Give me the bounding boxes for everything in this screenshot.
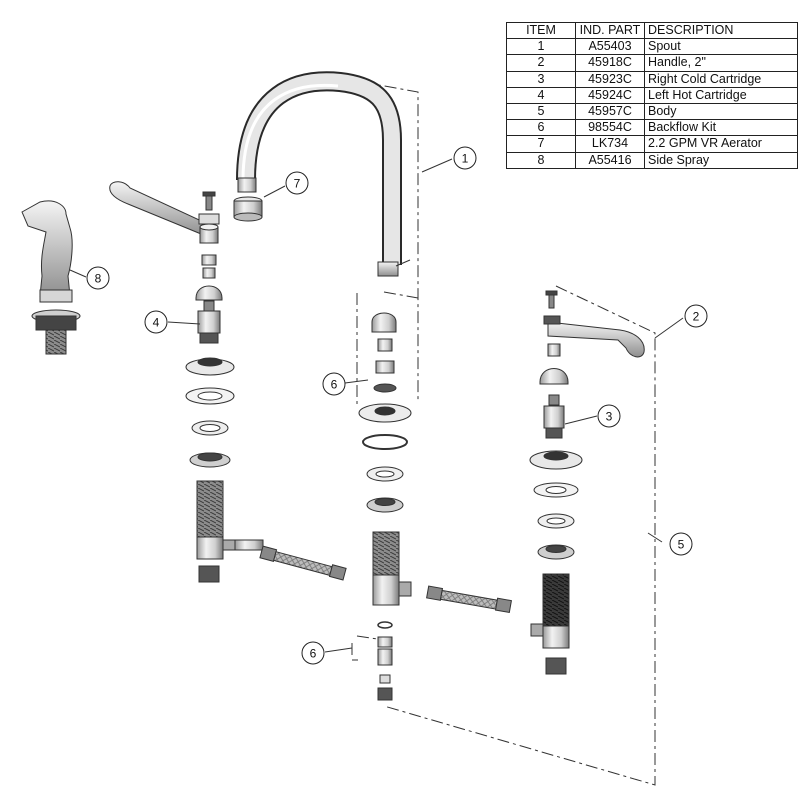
center-assembly	[358, 312, 412, 701]
cell-item: 2	[506, 54, 576, 72]
table-row: 5 45957C Body	[506, 102, 798, 121]
cell-part: 45918C	[575, 54, 645, 72]
cell-item: 5	[506, 102, 576, 121]
callout-7: 7	[285, 171, 309, 195]
callout-5: 5	[669, 532, 693, 556]
cell-part: 98554C	[575, 119, 645, 137]
right-handle-assembly	[529, 290, 645, 675]
cell-item: 7	[506, 135, 576, 153]
cell-item: 8	[506, 151, 576, 169]
table-row: 7 LK734 2.2 GPM VR Aerator	[506, 135, 798, 153]
callout-3: 3	[597, 404, 621, 428]
left-handle-assembly	[109, 181, 236, 583]
svg-text:4: 4	[153, 316, 160, 330]
cell-description: Left Hot Cartridge	[644, 86, 798, 104]
cell-description: Right Cold Cartridge	[644, 70, 798, 88]
callout-4: 4	[144, 310, 168, 334]
cell-item: 1	[506, 38, 576, 56]
cell-part: A55416	[575, 151, 645, 169]
side-spray	[21, 200, 81, 355]
svg-text:7: 7	[294, 177, 301, 191]
callout-8: 8	[86, 266, 110, 290]
svg-text:8: 8	[95, 272, 102, 286]
supply-hoses	[234, 539, 512, 614]
cell-part: 45957C	[575, 102, 645, 121]
cell-description: Body	[644, 102, 798, 121]
cell-part: 45923C	[575, 70, 645, 88]
cell-description: Side Spray	[644, 151, 798, 169]
column-header-part: IND. PART	[575, 21, 645, 40]
aerator	[233, 196, 263, 222]
callout-6-upper: 6	[322, 372, 346, 396]
cell-item: 3	[506, 70, 576, 88]
column-header-item: ITEM	[506, 21, 576, 40]
svg-text:6: 6	[310, 647, 317, 661]
parts-list-table: ITEM IND. PART DESCRIPTION 1 A55403 Spou…	[506, 21, 798, 169]
table-header-row: ITEM IND. PART DESCRIPTION	[506, 21, 798, 40]
cell-description: Backflow Kit	[644, 119, 798, 137]
assembly-guide-lines	[351, 81, 656, 786]
cell-part: A55403	[575, 38, 645, 56]
svg-text:3: 3	[606, 410, 613, 424]
svg-text:6: 6	[331, 378, 338, 392]
cell-item: 4	[506, 86, 576, 104]
cell-item: 6	[506, 119, 576, 137]
cell-part: LK734	[575, 135, 645, 153]
svg-text:2: 2	[693, 310, 700, 324]
callout-1: 1	[453, 146, 477, 170]
table-row: 6 98554C Backflow Kit	[506, 119, 798, 137]
svg-text:5: 5	[678, 538, 685, 552]
svg-text:1: 1	[462, 152, 469, 166]
callout-2: 2	[684, 304, 708, 328]
table-row: 1 A55403 Spout	[506, 38, 798, 56]
column-header-description: DESCRIPTION	[644, 21, 798, 40]
cell-description: Spout	[644, 38, 798, 56]
callout-6-lower: 6	[301, 641, 325, 665]
cell-description: 2.2 GPM VR Aerator	[644, 135, 798, 153]
table-row: 2 45918C Handle, 2"	[506, 54, 798, 72]
table-row: 3 45923C Right Cold Cartridge	[506, 70, 798, 88]
cell-part: 45924C	[575, 86, 645, 104]
table-row: 4 45924C Left Hot Cartridge	[506, 86, 798, 104]
table-row: 8 A55416 Side Spray	[506, 151, 798, 169]
leader-lines	[69, 158, 684, 653]
cell-description: Handle, 2"	[644, 54, 798, 72]
spout	[236, 71, 411, 277]
